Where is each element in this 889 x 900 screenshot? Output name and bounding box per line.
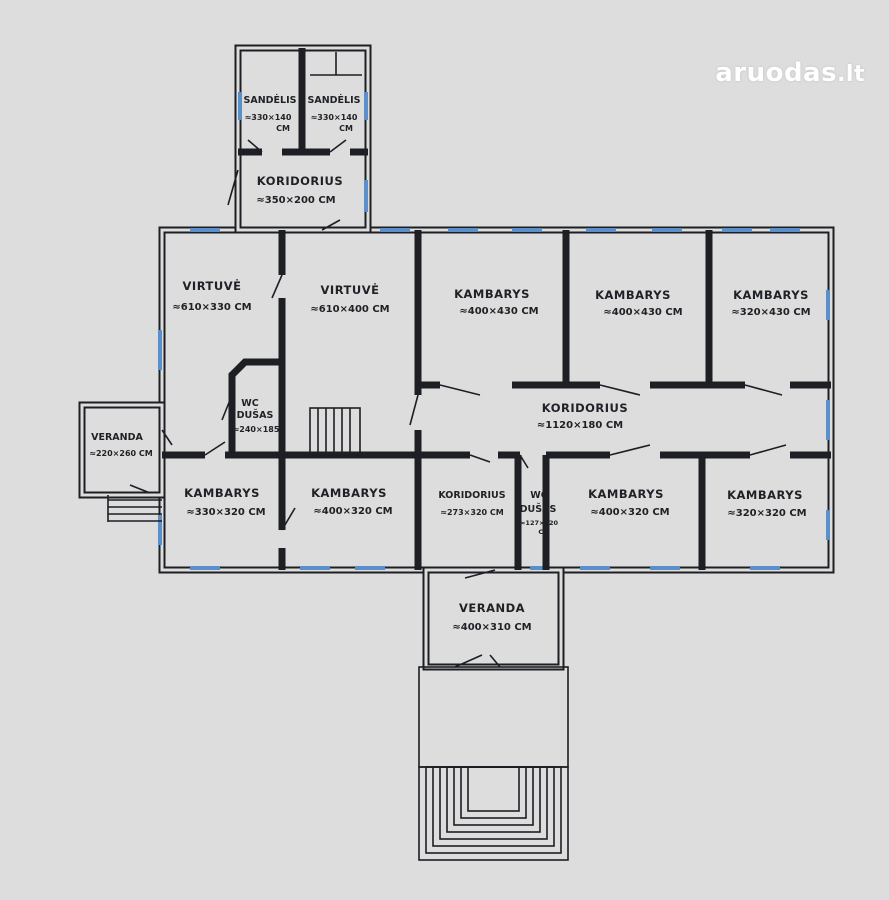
wc-dusas-1-dim: ≈240×185 xyxy=(233,425,280,434)
veranda-bottom-name: VERANDA xyxy=(459,601,525,615)
doors xyxy=(129,139,787,668)
kambarys-s1-dim: ≈330×320 CM xyxy=(186,507,265,518)
room-labels: SANDĖLIS ≈330×140 CM SANDĖLIS ≈330×140 C… xyxy=(89,95,810,633)
sandelis-1-dim: ≈330×140 xyxy=(245,113,292,122)
kambarys-s2-name: KAMBARYS xyxy=(311,486,387,500)
veranda-bottom-dim: ≈400×310 CM xyxy=(452,622,531,633)
koridorius-small-dim: ≈273×320 CM xyxy=(440,508,503,517)
kambarys-n3-name: KAMBARYS xyxy=(733,288,809,302)
sandelis-2-unit: CM xyxy=(339,124,353,133)
sandelis-2-dim: ≈330×140 xyxy=(311,113,358,122)
wc-dusas-2-name2: DUŠAS xyxy=(520,503,557,515)
sandelis-1-name: SANDĖLIS xyxy=(244,95,297,106)
koridorius-main-name: KORIDORIUS xyxy=(542,401,628,415)
koridorius-top-dim: ≈350×200 CM xyxy=(256,195,335,206)
veranda-left-dim: ≈220×260 CM xyxy=(89,449,152,458)
logo-brand: aruodas xyxy=(715,58,838,88)
wc-dusas-1-name2: DUŠAS xyxy=(237,409,274,421)
kambarys-n1-dim: ≈400×430 CM xyxy=(459,306,538,317)
aruodas-logo: aruodas.lt xyxy=(715,58,865,88)
kambarys-n3-dim: ≈320×430 CM xyxy=(731,307,810,318)
koridorius-main-dim: ≈1120×180 CM xyxy=(537,420,623,431)
kambarys-s2-dim: ≈400×320 CM xyxy=(313,506,392,517)
wc-dusas-2-dim: ≈127×320 xyxy=(520,519,559,527)
kambarys-n2-dim: ≈400×430 CM xyxy=(603,307,682,318)
outer-walls xyxy=(78,44,835,671)
veranda-left-name: VERANDA xyxy=(91,432,143,443)
koridorius-top-name: KORIDORIUS xyxy=(257,174,343,188)
windows xyxy=(158,92,830,570)
virtuve-2-dim: ≈610×400 CM xyxy=(310,304,389,315)
virtuve-2-name: VIRTUVĖ xyxy=(321,282,380,297)
kambarys-s1-name: KAMBARYS xyxy=(184,486,260,500)
front-porch xyxy=(418,666,569,861)
virtuve-1-dim: ≈610×330 CM xyxy=(172,302,251,313)
kambarys-s3-dim: ≈400×320 CM xyxy=(590,507,669,518)
sandelis-2-name: SANDĖLIS xyxy=(308,95,361,106)
kambarys-n2-name: KAMBARYS xyxy=(595,288,671,302)
kambarys-s4-name: KAMBARYS xyxy=(727,488,803,502)
wc-dusas-1-name1: WC xyxy=(241,398,258,409)
wc-dusas-2-unit: CM xyxy=(538,528,549,536)
logo-suffix: .lt xyxy=(837,62,865,87)
kambarys-n1-name: KAMBARYS xyxy=(454,287,530,301)
kambarys-s4-dim: ≈320×320 CM xyxy=(727,508,806,519)
sandelis-1-unit: CM xyxy=(276,124,290,133)
koridorius-small-name: KORIDORIUS xyxy=(438,490,505,501)
wc-dusas-2-name1: WC xyxy=(530,490,547,501)
interior-walls xyxy=(107,48,831,570)
kambarys-s3-name: KAMBARYS xyxy=(588,487,664,501)
virtuve-1-name: VIRTUVĖ xyxy=(183,278,242,293)
